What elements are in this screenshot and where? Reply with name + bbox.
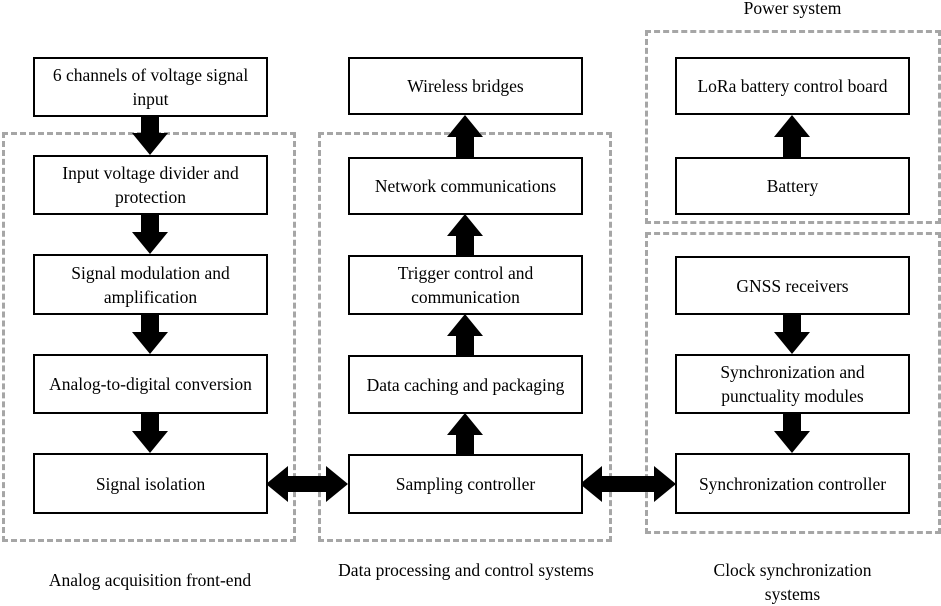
arrow-sync-modules-to-controller [774,414,810,453]
arrow-adc-to-isolation [132,414,168,453]
clock-group-label: Clock synchronization systems [713,560,872,604]
arrow-caching-to-trigger [447,314,483,355]
arrow-isolation-sampling-bidirectional [266,466,348,502]
sync-modules-box: Synchronization and punctuality modules [675,354,910,414]
arrow-modulation-to-adc [132,315,168,354]
analog-group-label: Analog acquisition front-end [48,570,252,590]
voltage-divider-box: Input voltage divider and protection [33,155,268,215]
sampling-controller-box: Sampling controller [348,454,583,514]
arrow-trigger-to-network [447,214,483,255]
trigger-control-box: Trigger control and communication [348,255,583,315]
arrow-gnss-to-sync-modules [774,315,810,354]
arrow-input-to-divider [132,117,168,155]
processing-group-label: Data processing and control systems [338,560,594,580]
arrow-sampling-to-caching [447,413,483,454]
adc-box: Analog-to-digital conversion [33,354,268,414]
network-communications-box: Network communications [348,157,583,215]
signal-modulation-box: Signal modulation and amplification [33,254,268,315]
data-caching-box: Data caching and packaging [348,355,583,414]
clock-group-boundary [645,232,941,534]
signal-isolation-box: Signal isolation [33,453,268,514]
sync-controller-box: Synchronization controller [675,453,910,514]
arrow-sampling-sync-bidirectional [580,466,676,502]
gnss-receivers-box: GNSS receivers [675,256,910,315]
arrow-battery-to-lora [774,115,810,157]
power-group-boundary [645,30,941,224]
arrow-network-to-wireless [447,115,483,157]
input-signal-box: 6 channels of voltage signal input [33,57,268,117]
lora-control-board-box: LoRa battery control board [675,57,910,115]
arrow-divider-to-modulation [132,215,168,254]
wireless-bridges-box: Wireless bridges [348,57,583,115]
power-group-label: Power system [743,0,842,18]
battery-box: Battery [675,157,910,215]
